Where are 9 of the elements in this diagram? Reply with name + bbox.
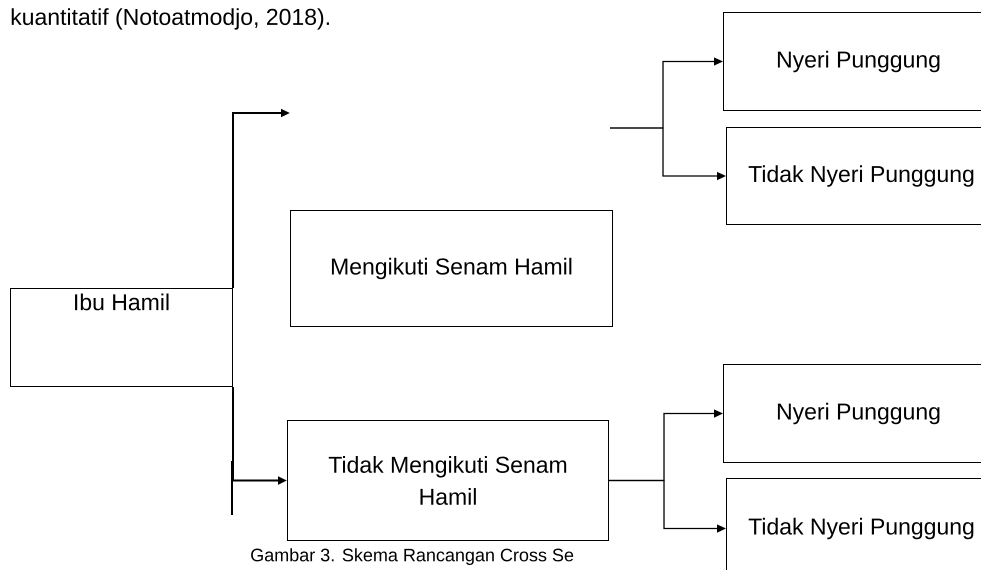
process-box: Ibu Hamil xyxy=(10,288,233,387)
process-box: Tidak Mengikuti Senam Hamil xyxy=(287,420,609,541)
process-box: Tidak Nyeri Punggung xyxy=(726,127,981,225)
caption: Gambar 3. Skema Rancangan Cross Se xyxy=(251,548,574,565)
process-box: Nyeri Punggung xyxy=(723,364,981,463)
text-line: kuantitatif (Notoatmodjo, 2018). xyxy=(12,8,329,30)
process-box: Mengikuti Senam Hamil xyxy=(290,210,613,327)
process-box: Nyeri Punggung xyxy=(723,12,981,111)
process-box: Tidak Nyeri Punggung xyxy=(726,478,981,570)
